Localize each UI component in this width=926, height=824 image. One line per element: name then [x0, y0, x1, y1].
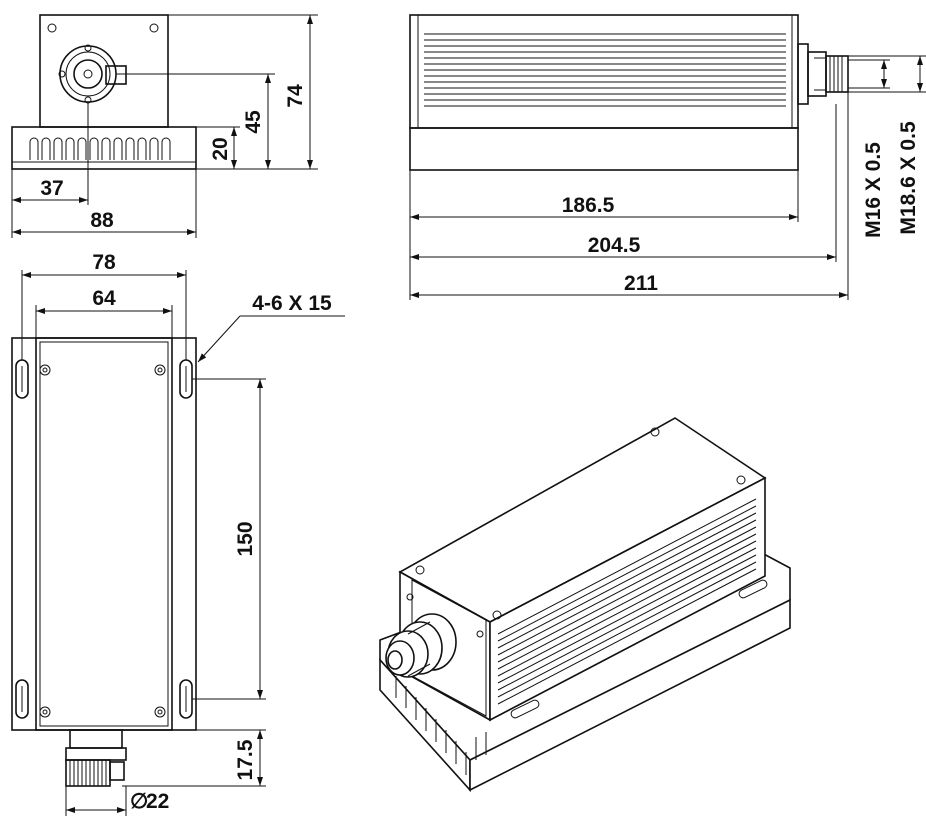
front-view: 74 45 20 37 88 [11, 14, 318, 238]
dim-22-label: 22 [146, 790, 169, 813]
top-connector [65, 729, 127, 787]
dim-150-label: 150 [234, 521, 257, 556]
dim-37-label: 37 [40, 177, 63, 200]
diameter-symbol: ∅ [130, 790, 148, 813]
side-view: M16 X 0.5 M18.6 X 0.5 186.5 204.5 211 [409, 14, 926, 300]
dim-78-label: 78 [92, 251, 116, 274]
front-body [39, 14, 169, 128]
side-body [409, 14, 799, 129]
iso-base-fins [395, 676, 487, 775]
front-base [11, 126, 197, 170]
top-body [35, 337, 173, 731]
mounting-slots [15, 359, 193, 719]
front-screw-tl [47, 23, 57, 33]
dim-186-label: 186.5 [562, 194, 615, 217]
side-fins [424, 33, 786, 107]
front-connector [58, 44, 127, 104]
side-base [409, 127, 799, 171]
iso-screws [406, 427, 746, 638]
dim-204-label: 204.5 [588, 234, 641, 257]
dim-17-5-label: 17.5 [234, 739, 257, 780]
iso-body-side [489, 476, 766, 722]
holes-label: 4-6 X 15 [252, 292, 332, 315]
dim-20-label: 20 [209, 137, 232, 160]
thread-m16-label: M16 X 0.5 [862, 142, 885, 238]
thread-m18-label: M18.6 X 0.5 [897, 121, 920, 235]
iso-side-fins [497, 498, 757, 705]
side-connector [797, 43, 849, 105]
dim-88-label: 88 [90, 209, 114, 232]
dim-74-label: 74 [284, 84, 307, 108]
dim-45-label: 45 [242, 110, 265, 134]
front-screw-tr [149, 23, 159, 33]
front-fins [29, 137, 171, 160]
dim-64-label: 64 [92, 287, 116, 310]
top-screws [39, 364, 166, 718]
top-view: 78 64 4-6 X 15 150 17.5 ∅ 22 [11, 251, 345, 816]
isometric-view [379, 417, 791, 793]
hole-leader [197, 315, 241, 363]
dim-211-label: 211 [624, 272, 658, 295]
iso-base-slots [510, 579, 768, 719]
iso-connector [385, 613, 457, 678]
